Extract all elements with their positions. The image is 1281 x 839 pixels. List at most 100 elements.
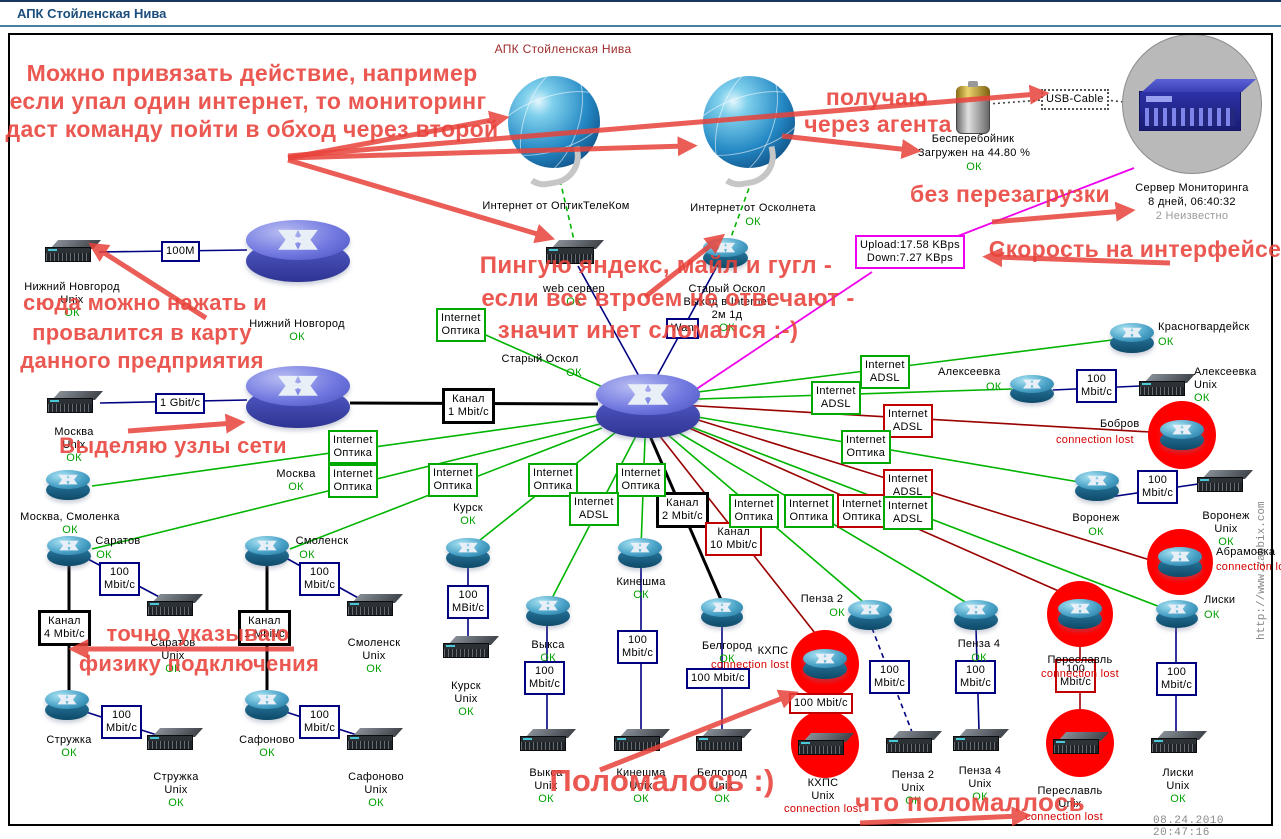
router-icon <box>1075 471 1119 501</box>
node-penza4-router[interactable] <box>954 600 998 630</box>
node-web-server[interactable] <box>546 240 605 264</box>
node-voronezh-unix[interactable] <box>1197 470 1254 492</box>
node-smolensk-unix[interactable] <box>347 594 404 616</box>
node-label: Нижний Новгород <box>249 318 345 330</box>
node-penza2-router[interactable] <box>848 600 892 630</box>
node-struzhka-unix[interactable] <box>147 728 204 750</box>
node-label: Unix <box>161 650 185 662</box>
router-icon <box>526 596 570 626</box>
status-ok-label: ОК <box>96 549 112 561</box>
map-title: АПК Стойленская Нива <box>494 42 632 56</box>
node-stary-oskol-core-router[interactable] <box>596 374 700 438</box>
node-label: Саратов <box>95 535 141 547</box>
node-alekseevka-router[interactable] <box>1010 375 1054 403</box>
node-voronezh-router[interactable] <box>1075 471 1119 501</box>
node-monitoring-server[interactable] <box>1122 34 1262 174</box>
node-struzhka-router[interactable] <box>45 690 89 720</box>
node-khps-router[interactable] <box>791 630 859 698</box>
node-moscow-router[interactable] <box>246 366 350 428</box>
node-label: 2 Неизвестно <box>1155 210 1229 222</box>
node-moscow-smolenka-router[interactable] <box>46 470 90 500</box>
switch-icon <box>347 728 404 750</box>
node-saratov-router[interactable] <box>47 536 91 566</box>
node-pereslavl-router[interactable] <box>1047 581 1113 647</box>
node-smolensk-router[interactable] <box>245 536 289 566</box>
node-label: Пенза 2 <box>800 593 844 605</box>
node-label: Смоленск <box>347 637 401 649</box>
node-kursk-router[interactable] <box>446 538 490 568</box>
node-label: Москва <box>54 426 94 438</box>
node-safonovo-router[interactable] <box>245 690 289 720</box>
status-error-label: connection lost <box>784 803 862 815</box>
node-krasnogvardeysk-router[interactable] <box>1110 323 1154 353</box>
node-label: Алексеевка <box>938 366 1001 378</box>
node-nizhny-novgorod-router[interactable] <box>246 220 350 282</box>
node-kursk-unix[interactable] <box>443 636 500 658</box>
annotation-text: через агента <box>804 111 952 137</box>
link-label: 1 Gbit/c <box>155 393 206 414</box>
node-label: Unix <box>1214 523 1238 535</box>
annotation-text: без перезагрузки <box>910 181 1110 207</box>
router-icon <box>701 598 743 627</box>
node-internet-optictelecom-globe[interactable] <box>506 76 602 191</box>
node-label: Москва, Смоленка <box>20 511 120 523</box>
internet-globe-icon <box>701 76 797 191</box>
node-saratov-unix[interactable] <box>147 594 204 616</box>
node-pereslavl-unix[interactable] <box>1046 709 1114 777</box>
node-belgorod-unix[interactable] <box>696 729 753 751</box>
node-internet-oskolnet-globe[interactable] <box>701 76 797 191</box>
ups-battery-icon <box>956 81 990 134</box>
node-kineshma-unix[interactable] <box>614 729 671 751</box>
node-label: Загружен на 44.80 % <box>917 147 1031 159</box>
switch-icon <box>520 729 577 751</box>
node-label: Бобров <box>1100 418 1140 430</box>
status-ok-label: ОК <box>972 791 988 803</box>
node-bobrov-router[interactable] <box>1148 401 1216 469</box>
node-liski-router[interactable] <box>1156 600 1198 628</box>
node-safonovo-unix[interactable] <box>347 728 404 750</box>
node-label: Курск <box>451 680 481 692</box>
status-ok-label: ОК <box>1218 536 1234 548</box>
router-icon <box>1158 547 1202 577</box>
map-timestamp: 08.24.2010 20:47:16 <box>1153 815 1225 839</box>
page-title: АПК Стойленская Нива <box>17 6 167 21</box>
status-error-label: connection lost <box>1056 434 1134 446</box>
node-nizhny-novgorod-unix[interactable] <box>45 240 102 262</box>
node-belgorod-router[interactable] <box>701 598 743 627</box>
node-alekseevka-unix[interactable] <box>1139 374 1196 396</box>
annotation-text: сюда можно нажать и <box>23 290 267 315</box>
node-vyksa-unix[interactable] <box>520 729 577 751</box>
node-ups[interactable] <box>956 81 990 134</box>
switch-icon <box>443 636 500 658</box>
status-ok-label: ОК <box>458 706 474 718</box>
router-icon <box>1160 420 1204 450</box>
switch-icon <box>696 729 753 751</box>
switch-icon <box>47 391 104 413</box>
node-moscow-unix[interactable] <box>47 391 104 413</box>
node-kineshma-router[interactable] <box>618 538 662 568</box>
node-khps-unix[interactable] <box>791 710 859 778</box>
node-abramovka-router[interactable] <box>1147 529 1213 595</box>
node-liski-unix[interactable] <box>1151 731 1208 753</box>
link-label: USB-Cable <box>1041 89 1109 110</box>
status-ok-label: ОК <box>971 652 987 664</box>
router-icon <box>1110 323 1154 353</box>
annotation-text: Скорость на интерфейсе <box>988 236 1281 262</box>
status-ok-label: ОК <box>368 797 384 809</box>
node-label: Сервер Мониторинга <box>1135 182 1249 194</box>
annotation-text: значит инет сломался :-) <box>497 317 799 344</box>
node-penza4-unix[interactable] <box>953 729 1010 751</box>
router-icon <box>848 600 892 630</box>
node-vyksa-router[interactable] <box>526 596 570 626</box>
node-penza2-unix[interactable] <box>886 731 943 753</box>
